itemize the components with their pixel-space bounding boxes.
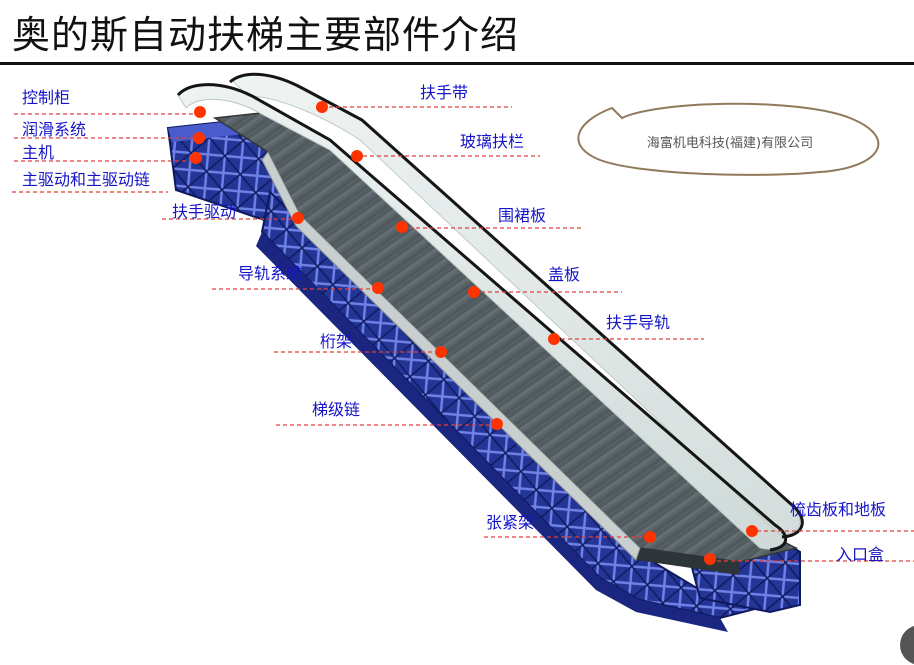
- leader-lines: [12, 106, 914, 562]
- component-label: 梳齿板和地板: [790, 500, 887, 519]
- component-marker: [193, 132, 205, 144]
- component-label: 入口盒: [836, 545, 885, 564]
- component-label: 导轨系统: [238, 264, 303, 283]
- component-label: 桁架: [320, 332, 353, 351]
- component-marker: [396, 221, 408, 233]
- component-marker: [372, 282, 384, 294]
- step-band: [212, 111, 799, 575]
- component-marker: [746, 525, 758, 537]
- handrail: [176, 72, 804, 552]
- component-marker: [644, 531, 656, 543]
- component-label: 玻璃扶栏: [460, 132, 525, 151]
- component-marker: [351, 150, 363, 162]
- component-marker: [292, 212, 304, 224]
- component-marker: [468, 286, 480, 298]
- component-label: 主驱动和主驱动链: [22, 170, 151, 189]
- component-label: 扶手驱动: [172, 202, 237, 221]
- company-name: 海富机电科技(福建)有限公司: [646, 136, 814, 151]
- component-label: 张紧架: [486, 513, 535, 532]
- component-marker: [548, 333, 560, 345]
- component-label: 梯级链: [312, 400, 361, 419]
- page-title: 奥的斯自动扶梯主要部件介绍: [12, 13, 520, 57]
- component-label: 扶手带: [420, 83, 469, 102]
- component-label: 控制柜: [22, 88, 71, 107]
- component-label: 盖板: [548, 265, 581, 284]
- component-marker: [491, 418, 503, 430]
- component-label: 润滑系统: [22, 120, 87, 139]
- company-speech-bubble: [577, 102, 880, 176]
- component-marker: [190, 152, 202, 164]
- component-marker: [194, 106, 206, 118]
- component-marker: [316, 101, 328, 113]
- component-label: 围裙板: [498, 206, 547, 225]
- component-label: 扶手导轨: [606, 313, 671, 332]
- component-marker: [704, 553, 716, 565]
- component-marker: [435, 346, 447, 358]
- escalator-diagram: [12, 72, 914, 632]
- component-markers: [190, 101, 758, 565]
- component-label: 主机: [22, 143, 55, 162]
- title-underline: [0, 62, 914, 65]
